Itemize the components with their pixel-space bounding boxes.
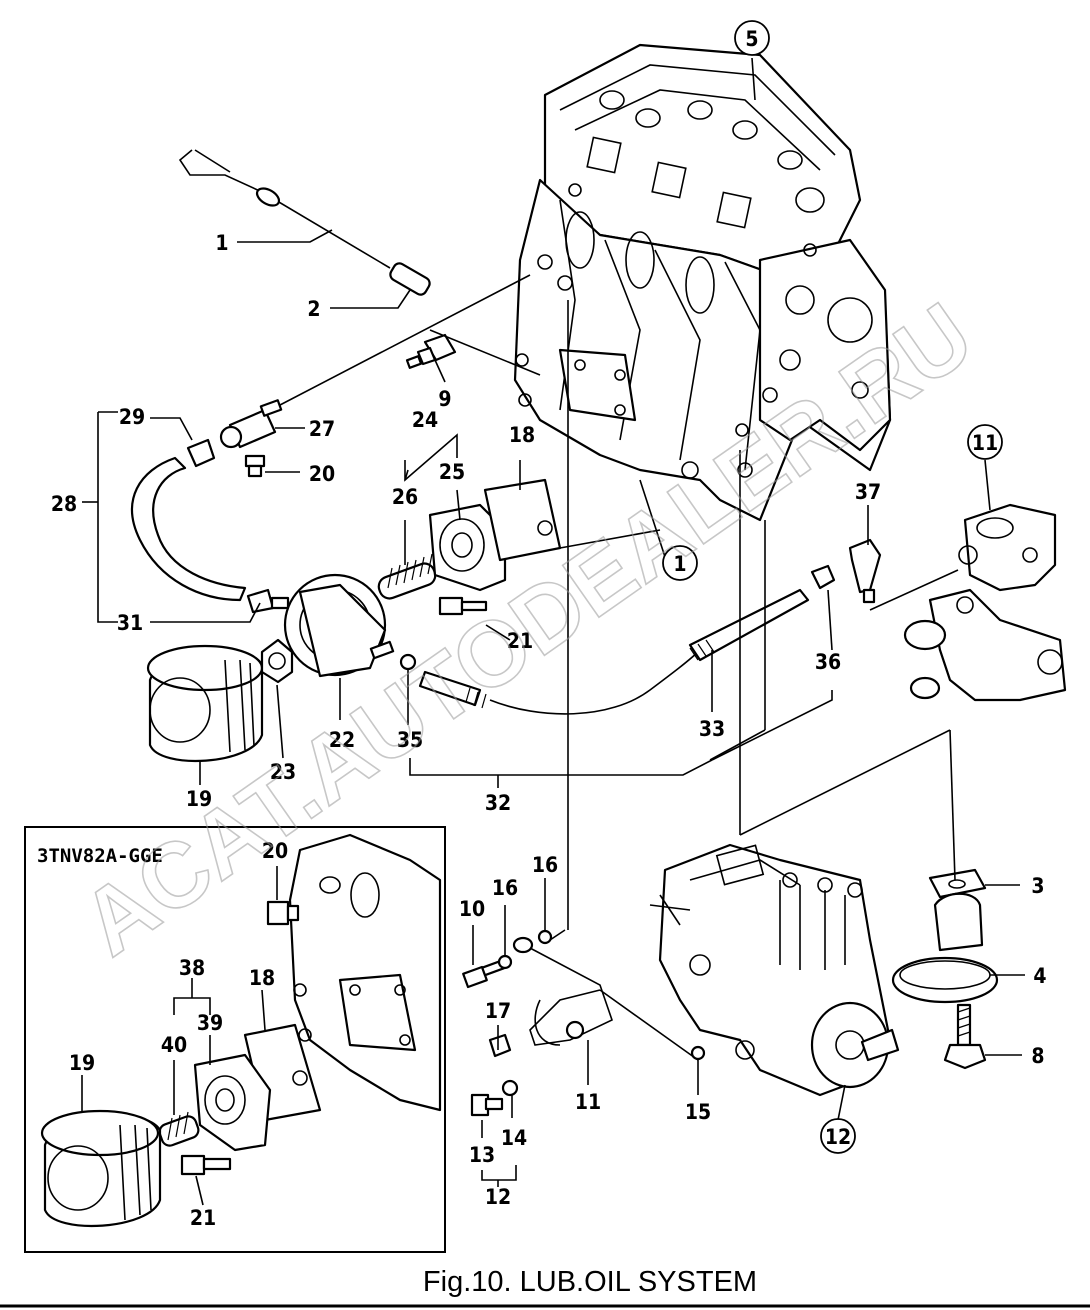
callout-28: 28 — [51, 492, 77, 516]
inset-title: 3TNV82A-GGE — [37, 845, 163, 867]
callout-37: 37 — [855, 480, 881, 504]
callout-3: 3 — [1031, 874, 1044, 898]
oil-hose-assembly — [130, 399, 290, 614]
callout-circle-5: 5 — [745, 27, 758, 51]
oil-feed-pipe — [462, 929, 706, 1117]
callout-4: 4 — [1033, 964, 1046, 988]
callout-13: 13 — [469, 1143, 495, 1167]
oil-pipe-assembly — [418, 564, 836, 715]
callout-1: 1 — [215, 231, 228, 255]
callout-8: 8 — [1031, 1044, 1044, 1068]
callout-26: 26 — [392, 485, 418, 509]
figure-caption: Fig.10. LUB.OIL SYSTEM — [423, 1266, 757, 1298]
callout-2: 2 — [307, 297, 320, 321]
callout-23: 23 — [270, 760, 296, 784]
part-callouts: 1 2 9 29 27 20 28 31 24 25 26 18 21 22 2… — [51, 231, 1047, 1209]
callout-20: 20 — [309, 462, 335, 486]
injection-pump — [649, 843, 900, 1097]
inset-callout-18: 18 — [249, 966, 275, 990]
callout-25: 25 — [439, 460, 465, 484]
callout-33: 33 — [699, 717, 725, 741]
callout-27: 27 — [309, 417, 335, 441]
oil-filter-group — [146, 478, 562, 763]
callout-35: 35 — [397, 728, 423, 752]
callout-circle-1: 1 — [673, 552, 686, 576]
callout-16-left: 16 — [492, 876, 518, 900]
engine-block-assembly — [513, 43, 892, 522]
inset-callout-39: 39 — [197, 1011, 223, 1035]
callout-36: 36 — [815, 650, 841, 674]
oil-strainer — [891, 868, 999, 1070]
thermostat-housing — [848, 503, 1067, 702]
callout-circle-11: 11 — [972, 431, 998, 455]
inset-3tnv82a-gge: 3TNV82A-GGE — [24, 826, 446, 1253]
inset-callout-40: 40 — [161, 1033, 187, 1057]
callout-31: 31 — [117, 611, 143, 635]
callout-12: 12 — [485, 1185, 511, 1209]
leader-lines — [82, 57, 1025, 1187]
callout-9: 9 — [438, 387, 451, 411]
inset-callout-20: 20 — [262, 839, 288, 863]
callout-circle-12: 12 — [825, 1125, 851, 1149]
inset-callout-21: 21 — [190, 1206, 216, 1230]
callout-24: 24 — [412, 408, 438, 432]
callout-11: 11 — [575, 1090, 601, 1114]
callout-19: 19 — [186, 787, 212, 811]
inset-callout-19: 19 — [69, 1051, 95, 1075]
callout-22: 22 — [329, 728, 355, 752]
circled-callouts: 5 11 1 12 — [662, 20, 1003, 1154]
callout-18: 18 — [509, 423, 535, 447]
callout-14: 14 — [501, 1126, 527, 1150]
dipstick-assembly — [178, 149, 457, 369]
callout-10: 10 — [459, 897, 485, 921]
callout-17: 17 — [485, 999, 511, 1023]
callout-15: 15 — [685, 1100, 711, 1124]
callout-21: 21 — [507, 629, 533, 653]
callout-32: 32 — [485, 791, 511, 815]
callout-29: 29 — [119, 405, 145, 429]
inset-callout-38: 38 — [179, 956, 205, 980]
callout-16-right: 16 — [532, 853, 558, 877]
